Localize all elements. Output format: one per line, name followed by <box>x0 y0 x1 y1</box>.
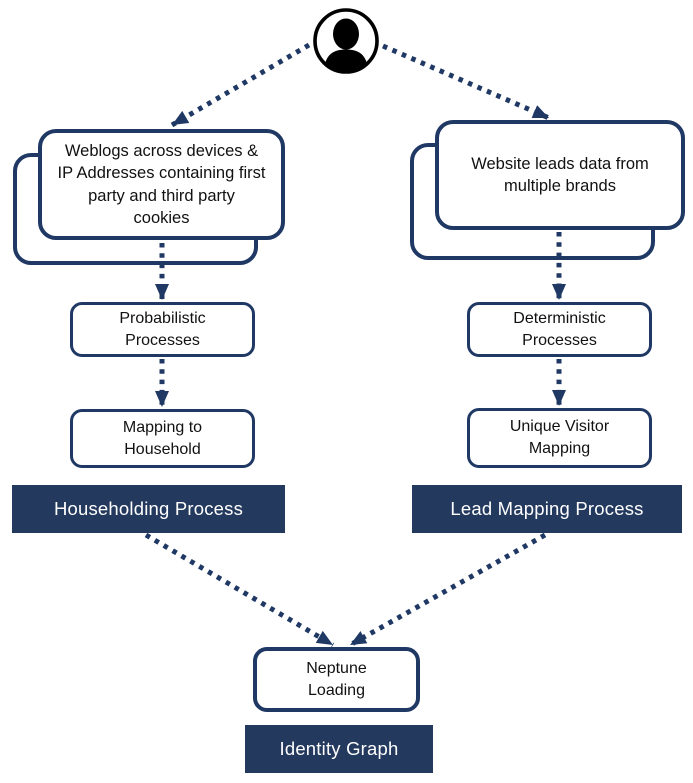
weblogs-source-box: Weblogs across devices & IP Addresses co… <box>38 129 285 240</box>
website-leads-source-box: Website leads data from multiple brands <box>435 120 685 230</box>
arrow-person-to-weblogs <box>170 42 311 128</box>
deterministic-processes-label: Deterministic Processes <box>513 309 606 349</box>
lead-mapping-process-label: Lead Mapping Process <box>450 498 644 519</box>
unique-visitor-mapping-label: Unique Visitor Mapping <box>509 418 610 457</box>
arrow-householding-to-neptune <box>144 532 335 648</box>
householding-process-banner: Householding Process <box>12 485 285 533</box>
identity-graph-banner: Identity Graph <box>245 725 433 773</box>
identity-graph-label: Identity Graph <box>279 738 399 759</box>
weblogs-source-label: Weblogs across devices & IP Addresses co… <box>57 141 266 227</box>
lead-mapping-process-banner: Lead Mapping Process <box>412 485 682 533</box>
unique-visitor-mapping-box: Unique Visitor Mapping <box>467 408 652 468</box>
neptune-loading-box: Neptune Loading <box>253 647 420 712</box>
probabilistic-processes-box: Probabilistic Processes <box>70 302 255 357</box>
mapping-to-household-box: Mapping to Household <box>70 409 255 468</box>
deterministic-processes-box: Deterministic Processes <box>467 302 652 357</box>
probabilistic-processes-label: Probabilistic Processes <box>119 309 206 349</box>
mapping-to-household-label: Mapping to Household <box>122 418 203 458</box>
person-icon <box>312 7 380 75</box>
householding-process-label: Householding Process <box>53 498 244 519</box>
arrow-person-to-leads <box>382 43 550 121</box>
website-leads-source-label: Website leads data from multiple brands <box>471 154 649 195</box>
neptune-loading-label: Neptune Loading <box>306 659 367 699</box>
arrow-leadmapping-to-neptune <box>348 532 547 648</box>
